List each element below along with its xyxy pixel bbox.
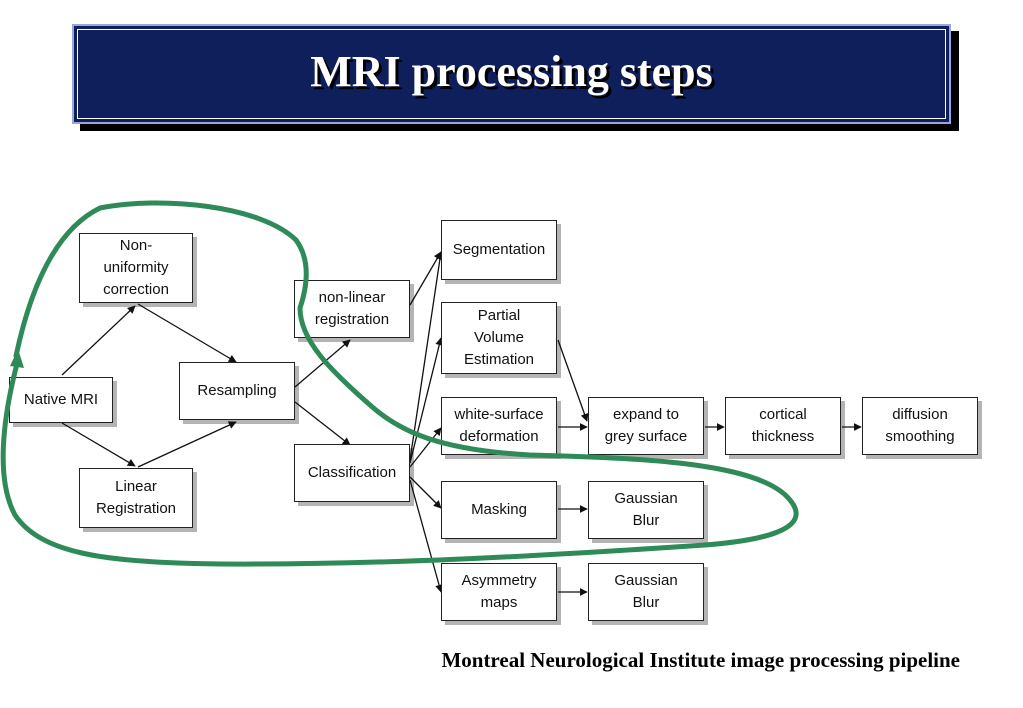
arrow-nonuniformity-to-resampling [137,303,237,363]
node-cortical-thickness: cortical thickness [725,397,841,455]
node-masking: Masking [441,481,557,539]
arrow-classification-to-masking [409,476,442,509]
caption: Montreal Neurological Institute image pr… [441,648,960,672]
node-classification: Classification [294,444,410,502]
arrow-nonlinear-to-segmentation [409,251,442,306]
node-gaussian-blur-masking: Gaussian Blur [588,481,704,539]
node-expand-to-grey-surface: expand to grey surface [588,397,704,455]
annotation-arrowhead [10,349,24,368]
arrow-resampling-to-nonlinear [294,339,351,388]
arrow-native-to-nonuniformity [61,305,136,376]
arrow-resampling-to-classification [294,401,351,446]
node-diffusion-smoothing: diffusion smoothing [862,397,978,455]
arrow-linear-to-resampling [137,421,237,468]
arrow-classification-to-white-surface [409,427,442,468]
arrow-classification-to-segmentation [409,251,444,461]
arrow-native-to-linear [61,422,136,467]
node-partial-volume-estimation: Partial Volume Estimation [441,302,557,374]
node-resampling: Resampling [179,362,295,420]
node-gaussian-blur-asymmetry: Gaussian Blur [588,563,704,621]
node-segmentation: Segmentation [441,220,557,280]
annotation-loop-stroke [0,200,799,567]
arrow-classification-to-partial-volume [409,337,444,464]
arrow-partial-volume-to-expand [557,339,589,422]
arrow-classification-to-asymmetry [409,479,443,593]
node-linear-registration: Linear Registration [79,468,193,528]
node-native-mri: Native MRI [9,377,113,423]
node-white-surface-deformation: white-surface deformation [441,397,557,455]
node-asymmetry-maps: Asymmetry maps [441,563,557,621]
node-non-uniformity-correction: Non- uniformity correction [79,233,193,303]
slide-title: MRI processing steps [310,46,713,96]
node-non-linear-registration: non-linear registration [294,280,410,338]
title-banner: MRI processing steps [72,24,951,124]
